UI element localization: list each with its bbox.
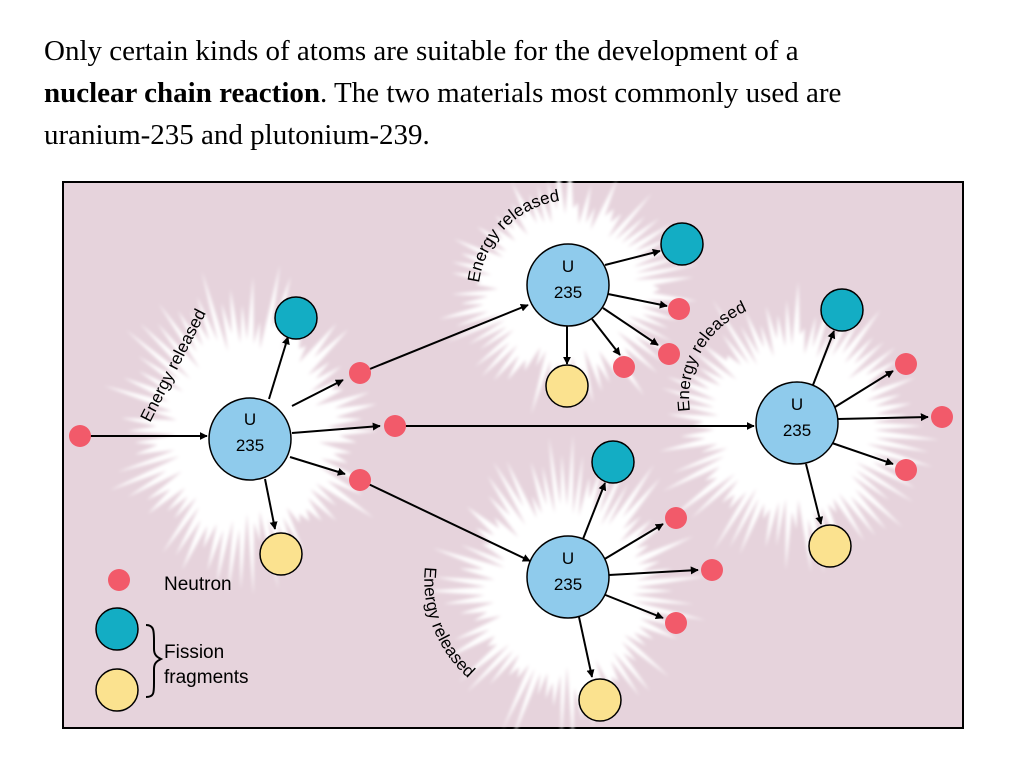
nucleus-2-mass: 235 (554, 283, 582, 302)
arrow (359, 303, 529, 374)
arrow (831, 442, 894, 466)
intro-paragraph: Only certain kinds of atoms are suitable… (44, 30, 1004, 156)
arrow (359, 479, 531, 562)
nucleus-4-mass: 235 (554, 575, 582, 594)
neutron (384, 415, 406, 437)
neutron (931, 406, 953, 428)
nucleus-3-mass: 235 (783, 421, 811, 440)
nucleus-2-element: U (562, 257, 574, 276)
neutron (349, 469, 371, 491)
nucleus-3-element: U (791, 395, 803, 414)
legend: Neutron Fission fragments (95, 569, 248, 712)
neutron (665, 507, 687, 529)
neutron (895, 353, 917, 375)
uranium-nucleus-2: U 235 (526, 243, 610, 327)
nucleus-1-element: U (244, 410, 256, 429)
arrow (608, 566, 699, 576)
arrow (268, 336, 290, 400)
arrow (578, 616, 595, 678)
neutron (658, 343, 680, 365)
uranium-nucleus-4: U 235 (526, 535, 610, 619)
fragment-yellow-3 (808, 524, 852, 568)
legend-yellow-swatch (95, 668, 139, 712)
arrow (602, 307, 659, 346)
neutron (701, 559, 723, 581)
fragment-teal-2 (660, 222, 704, 266)
arrow (805, 463, 824, 525)
legend-teal-swatch (95, 607, 139, 651)
legend-neutron-label: Neutron (164, 574, 232, 595)
neutron (895, 459, 917, 481)
uranium-nucleus-3: U 235 (755, 381, 839, 465)
arrow (834, 370, 894, 408)
fragment-yellow-2 (545, 364, 589, 408)
arrow (837, 413, 929, 422)
legend-fission-line1: Fission (164, 642, 224, 663)
nucleus-1-mass: 235 (236, 436, 264, 455)
arrow (604, 248, 661, 266)
arrow (602, 593, 664, 620)
intro-bold-term: nuclear chain reaction (44, 77, 321, 109)
neutron (668, 298, 690, 320)
chain-reaction-diagram: U 235 U 235 U 235 U 235 (62, 181, 964, 729)
legend-neutron-swatch (108, 569, 130, 591)
arrow (602, 523, 664, 561)
fragment-teal-3 (820, 288, 864, 332)
fragment-teal-1 (274, 296, 318, 340)
arrow (582, 482, 607, 540)
intro-line-3: uranium-235 and plutonium-239. (44, 119, 430, 151)
neutron (349, 362, 371, 384)
arrow (264, 478, 278, 530)
arrow (812, 330, 836, 386)
intro-after-bold: . The two materials most commonly used a… (320, 77, 842, 109)
legend-brace (145, 624, 164, 698)
fragment-yellow-4 (578, 678, 622, 722)
neutron (665, 612, 687, 634)
arrow (607, 293, 668, 309)
arrow (289, 456, 346, 476)
intro-line-1: Only certain kinds of atoms are suitable… (44, 35, 799, 67)
fragment-yellow-1 (259, 532, 303, 576)
arrow (591, 318, 621, 356)
arrows (80, 248, 929, 678)
arrow (291, 379, 344, 407)
neutron (69, 425, 91, 447)
arrow (291, 422, 381, 434)
nucleus-4-element: U (562, 549, 574, 568)
neutron (613, 356, 635, 378)
uranium-nucleus-1: U 235 (208, 397, 292, 481)
legend-fission-line2: fragments (164, 667, 248, 688)
neutrons (69, 298, 953, 634)
fragment-teal-4 (591, 440, 635, 484)
